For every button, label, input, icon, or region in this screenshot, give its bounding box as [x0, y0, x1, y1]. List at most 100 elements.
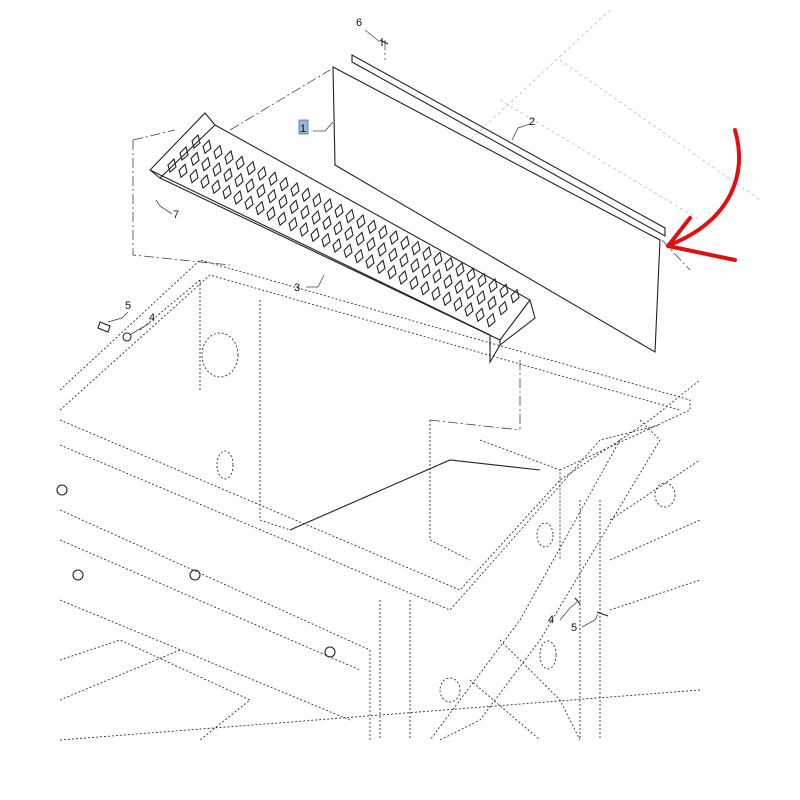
grating-slat: [344, 225, 354, 241]
grating-slat: [267, 188, 277, 204]
grating-slat: [411, 240, 421, 256]
grating-slat: [290, 181, 300, 197]
part-2-strip: [351, 54, 666, 237]
grating-slat: [476, 289, 486, 305]
grating-slat: [465, 284, 475, 300]
callout-5-left[interactable]: 5: [125, 300, 131, 312]
grating-slat: [178, 163, 188, 179]
grating-slat: [179, 145, 189, 161]
grating-slat: [454, 279, 464, 295]
grating-slat: [376, 259, 386, 275]
callout-1[interactable]: 1: [300, 123, 306, 135]
grating-slat: [246, 160, 256, 176]
callout-2[interactable]: 2: [529, 116, 535, 128]
grating-slat: [365, 253, 375, 269]
grating-slat: [377, 241, 387, 257]
grating-slat: [288, 216, 298, 232]
leader-lines: [107, 29, 599, 628]
grating-slat: [279, 176, 289, 192]
callout-5-right[interactable]: 5: [571, 622, 577, 634]
grating-slat: [245, 177, 255, 193]
grating-slat: [433, 251, 443, 267]
grating-slat: [200, 173, 210, 189]
grating-slat: [332, 237, 342, 253]
grating-slat: [189, 168, 199, 184]
grating-slat: [499, 283, 509, 299]
grating-slat: [222, 184, 232, 200]
grating-slat: [455, 261, 465, 277]
grating-slat: [300, 204, 310, 220]
grating-slat: [420, 280, 430, 296]
grating-slat: [388, 247, 398, 263]
grating-slat: [235, 155, 245, 171]
grating-slat: [354, 248, 364, 264]
grating-slat: [343, 243, 353, 259]
grating-slat: [389, 229, 399, 245]
grating-slat: [443, 273, 453, 289]
grating-slat: [322, 215, 332, 231]
grating-slat: [233, 189, 243, 205]
callout-4-left[interactable]: 4: [149, 312, 155, 324]
grating-slat: [400, 235, 410, 251]
part-3-step: [149, 112, 536, 365]
grating-slat: [202, 139, 212, 155]
grating-slat: [333, 220, 343, 236]
grating-slat: [486, 312, 496, 328]
grating-slat: [475, 307, 485, 323]
grating-slat: [201, 156, 211, 172]
grating-slat: [234, 172, 244, 188]
part-6-bolt: [379, 38, 389, 46]
grating-slat: [321, 232, 331, 248]
grating-slat: [299, 221, 309, 237]
grating-slat: [367, 219, 377, 235]
grating-slat: [323, 197, 333, 213]
fasteners-left: [97, 321, 609, 617]
grating-slat: [212, 161, 222, 177]
grating-slat: [442, 291, 452, 307]
grating-slat: [334, 203, 344, 219]
grating-slat: [444, 256, 454, 272]
grating-slat: [387, 264, 397, 280]
callout-4-right[interactable]: 4: [548, 614, 554, 626]
grating-slat: [310, 227, 320, 243]
grating-slat: [498, 300, 508, 316]
grating-slat: [378, 224, 388, 240]
grating-slat: [464, 301, 474, 317]
grating-slat: [345, 208, 355, 224]
grating-slat: [311, 209, 321, 225]
grating-slat: [356, 213, 366, 229]
grating-slat: [190, 151, 200, 167]
callout-3[interactable]: 3: [294, 282, 300, 294]
grating-slat: [191, 133, 201, 149]
grating-slat: [257, 165, 267, 181]
red-pointer-arrow-icon: [666, 128, 741, 262]
grating-slat: [487, 295, 497, 311]
grating-slat: [223, 167, 233, 183]
grating-slat: [277, 211, 287, 227]
callout-6[interactable]: 6: [356, 17, 362, 29]
grating-slat: [421, 263, 431, 279]
grating-slat: [398, 269, 408, 285]
grating-slat: [278, 193, 288, 209]
part-1-highlight: [298, 119, 309, 135]
grating-slat: [466, 267, 476, 283]
grating-slat: [488, 277, 498, 293]
grating-slat: [301, 187, 311, 203]
grating-slat: [256, 183, 266, 199]
background-frame-faint: [469, 9, 761, 221]
callout-7[interactable]: 7: [173, 209, 179, 221]
callout-labels: 1 6 2 7 3 5 4 4 5: [125, 17, 577, 634]
grating-slat: [477, 272, 487, 288]
grating-slat: [224, 149, 234, 165]
part-1-panel: [332, 66, 661, 353]
grating-slat: [409, 275, 419, 291]
grating-slat: [268, 171, 278, 187]
assembly-lines: [132, 40, 691, 431]
grating-slat: [431, 285, 441, 301]
grating-slat: [244, 195, 254, 211]
grating-slat: [255, 200, 265, 216]
grating-slat: [167, 157, 177, 173]
machine-frame: [56, 259, 701, 741]
